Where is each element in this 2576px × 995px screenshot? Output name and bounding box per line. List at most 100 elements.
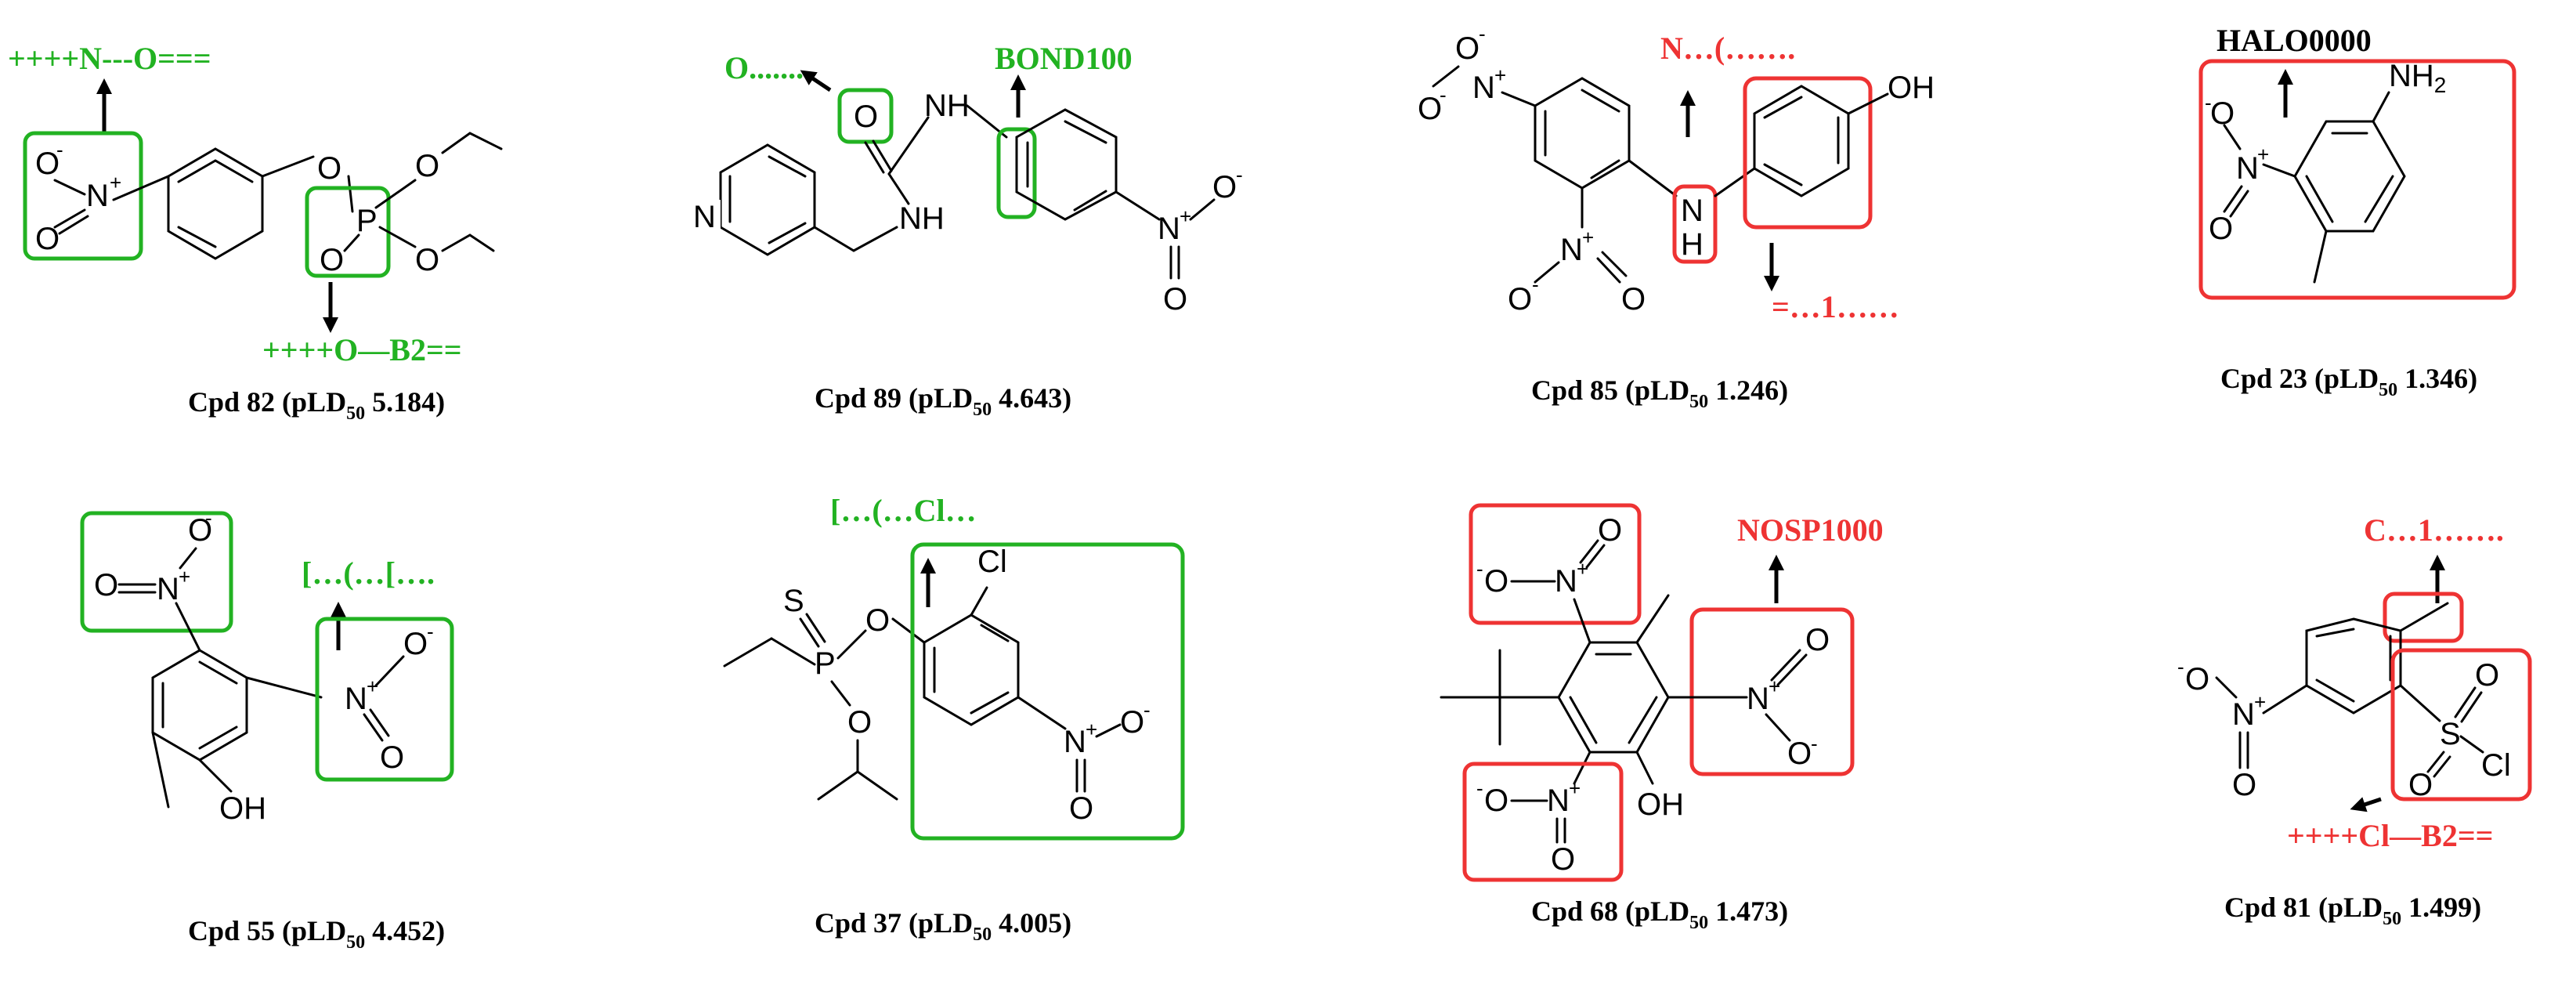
atom-O: O [1787,736,1812,771]
bond [151,731,170,809]
bond [1628,696,1658,744]
charge-plus: + [2254,690,2266,714]
atom-O: O [1484,564,1508,599]
caption-55: Cpd 55 (pLD50 4.452) [188,915,445,953]
bond [2305,175,2334,223]
bond [1115,190,1161,221]
atom-O: O [94,568,118,602]
highlight-box-23-molecule [2198,59,2516,300]
bond [1601,251,1628,277]
compound-37: […(…Cl… S P O O Cl N + O - O Cpd 37 (pLD… [723,493,1185,945]
bond [830,680,851,707]
bond [2399,684,2441,722]
charge-minus: - [1476,776,1483,800]
bond [1569,696,1598,744]
atom-S: S [783,584,804,618]
annotation-89-right: BOND100 [995,41,1133,76]
charge-minus: - [1811,732,1818,755]
annotation-85-bottom: =…1…… [1772,289,1899,324]
atom-N: N [1547,783,1570,818]
compound-82: ++++N---O=== O - N + O O P O O O ++++O—B… [8,41,503,424]
atom-O: O [317,151,341,186]
charge-minus: - [1479,22,1486,45]
compound-89: O........ BOND100 O NH N + O - O NH N Cp… [689,41,1243,420]
bond [1714,167,1756,197]
bond [2454,686,2477,718]
highlight-box-89-bond [996,127,1037,219]
bond [864,141,885,174]
bond [261,155,315,178]
atom-O: O [1484,783,1508,818]
bond [817,770,898,801]
bond [970,586,988,617]
atom-O: O [1069,791,1093,826]
arrow-81-bottom [2350,797,2382,812]
benzene-ring [1534,77,1631,190]
atom-OH: OH [1637,787,1684,822]
benzene-ring [151,649,248,762]
atom-O: O [2408,768,2433,802]
bond [1073,190,1107,212]
pyridine-ring [719,143,816,256]
bond [1573,751,1591,785]
bond [799,617,820,648]
bond [1763,163,1803,186]
atom-O: O [2209,212,2233,246]
bond [1585,544,1606,569]
charge-plus: + [110,171,121,194]
atom-N: N [2236,151,2259,186]
highlight-box-82-nitro [23,131,143,261]
annotation-37: […(…Cl… [830,493,977,528]
bond [1596,257,1621,284]
bond [1189,198,1216,221]
atom-O: O [2475,658,2499,693]
atom-O: O [865,603,890,638]
bond [441,233,495,252]
bond [53,208,86,229]
bond [1770,649,1801,682]
bond [1432,65,1460,88]
annotation-81-top: C…1……. [2364,512,2504,548]
bond [1776,653,1808,686]
benzene-ring [1557,641,1670,754]
atom-O: O [1598,513,1622,548]
atom-O: O [2210,96,2235,131]
caption-23: Cpd 23 (pLD50 1.346) [2220,363,2477,400]
charge-plus: + [1180,204,1191,228]
atom-O: O [1120,705,1144,740]
atom-NH: NH [899,201,945,236]
highlight-box-81-methyl [2383,592,2464,643]
bond [1579,539,1599,564]
label-bg [689,200,721,234]
atom-O: O [1508,282,1532,317]
atom-O: O [1621,282,1646,317]
compound-81: C…1……. N + O - O S O O Cl ++++Cl—B2== Cp… [2177,512,2532,929]
atom-N: N [2232,697,2255,732]
charge-plus: + [367,675,378,698]
atom-O: O [1163,282,1187,317]
highlight-box-85-phenol [1743,76,1873,230]
atom-O: O [1418,92,1442,126]
charge-minus: - [205,506,212,530]
caption-82: Cpd 82 (pLD50 5.184) [188,386,445,424]
atom-O: O [35,147,60,181]
atom-OH: OH [219,791,266,826]
bond [872,139,893,172]
atom-O: O [415,243,439,277]
atom-O: O [2185,662,2209,696]
bond [2313,230,2328,284]
bond [1590,159,1620,179]
bond [441,132,503,154]
highlight-box-68-nitro-right [1689,607,1855,776]
bond [813,226,898,252]
atom-H: H [1681,227,1703,262]
bond [1095,723,1122,738]
atom-S: S [2440,717,2461,751]
caption-85: Cpd 85 (pLD50 1.246) [1531,374,1788,412]
atom-O: O [1212,170,1237,204]
charge-minus: - [1440,83,1447,107]
charge-minus: - [1532,273,1539,296]
benzene-ring [167,147,264,260]
bond [805,613,826,643]
bond [768,155,807,178]
